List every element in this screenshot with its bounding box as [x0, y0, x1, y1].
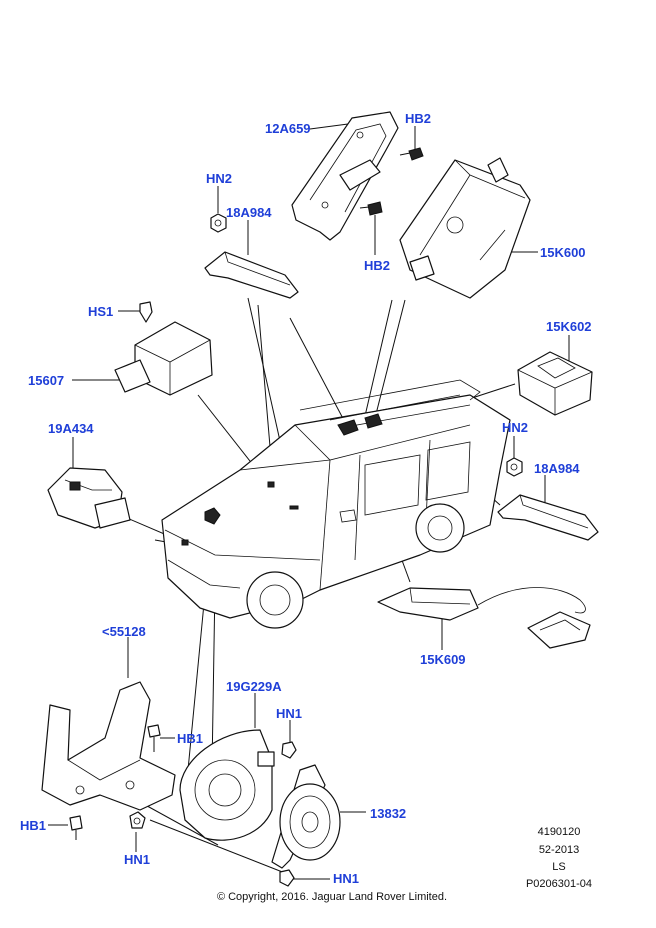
- callout-18a984-right[interactable]: 18A984: [534, 461, 580, 476]
- nut-hn1-left: [129, 811, 146, 829]
- callout-19a434[interactable]: 19A434: [48, 421, 94, 436]
- callout-15k609[interactable]: 15K609: [420, 652, 466, 667]
- nut-hn1-bottom: [279, 869, 295, 887]
- callout-13832[interactable]: 13832: [370, 806, 406, 821]
- callout-15k600[interactable]: 15K600: [540, 245, 586, 260]
- callout-15607[interactable]: 15607: [28, 373, 64, 388]
- bolt-hb2-lower: [359, 201, 383, 216]
- module-15k602: [517, 351, 593, 416]
- callout-labels: 12A659 HB2 HB2 HN2 18A984 15K600 HS1 156…: [20, 111, 592, 886]
- module-15k609: [377, 587, 591, 649]
- callout-hb1-lower[interactable]: HB1: [20, 818, 46, 833]
- bracket-18a984-right: [497, 494, 599, 541]
- bracket-55128: [41, 681, 176, 811]
- info-block: 4190120 52-2013 LS P0206301-04: [526, 826, 592, 890]
- info-illustration-id: P0206301-04: [526, 878, 592, 890]
- bolt-hb1-upper: [147, 724, 161, 752]
- callout-19g229a[interactable]: 19G229A: [226, 679, 282, 694]
- callout-hb2-top[interactable]: HB2: [405, 111, 431, 126]
- callout-hs1[interactable]: HS1: [88, 304, 113, 319]
- nut-hn2-right: [506, 457, 523, 477]
- bracket-18a984-left: [204, 251, 299, 299]
- siren-19g229a: [179, 729, 275, 841]
- callout-hn2-left[interactable]: HN2: [206, 171, 232, 186]
- callout-hb1-upper[interactable]: HB1: [177, 731, 203, 746]
- callout-15k602[interactable]: 15K602: [546, 319, 592, 334]
- nut-hn1-upper: [281, 741, 297, 759]
- sensor-19a434: [47, 467, 131, 529]
- screw-hs1: [139, 301, 153, 323]
- callout-hb2-lower[interactable]: HB2: [364, 258, 390, 273]
- info-code: 4190120: [538, 826, 581, 838]
- callout-12a659[interactable]: 12A659: [265, 121, 311, 136]
- callout-hn1-upper[interactable]: HN1: [276, 706, 302, 721]
- info-market: LS: [552, 861, 565, 873]
- bolt-hb2-top: [399, 147, 424, 161]
- callout-hn1-left[interactable]: HN1: [124, 852, 150, 867]
- callout-18a984-left[interactable]: 18A984: [226, 205, 272, 220]
- module-15607: [114, 321, 213, 396]
- callout-hn1-bottom[interactable]: HN1: [333, 871, 359, 886]
- horn-13832: [271, 764, 341, 869]
- bolt-hb1-lower: [69, 815, 83, 840]
- module-15k600: [399, 157, 531, 299]
- vehicle-illustration: [161, 379, 511, 629]
- copyright-notice: © Copyright, 2016. Jaguar Land Rover Lim…: [217, 891, 447, 903]
- callout-55128[interactable]: <55128: [102, 624, 146, 639]
- callout-hn2-right[interactable]: HN2: [502, 420, 528, 435]
- nut-hn2-left: [210, 213, 227, 233]
- bracket-12a659: [291, 111, 399, 241]
- info-date: 52-2013: [539, 844, 579, 856]
